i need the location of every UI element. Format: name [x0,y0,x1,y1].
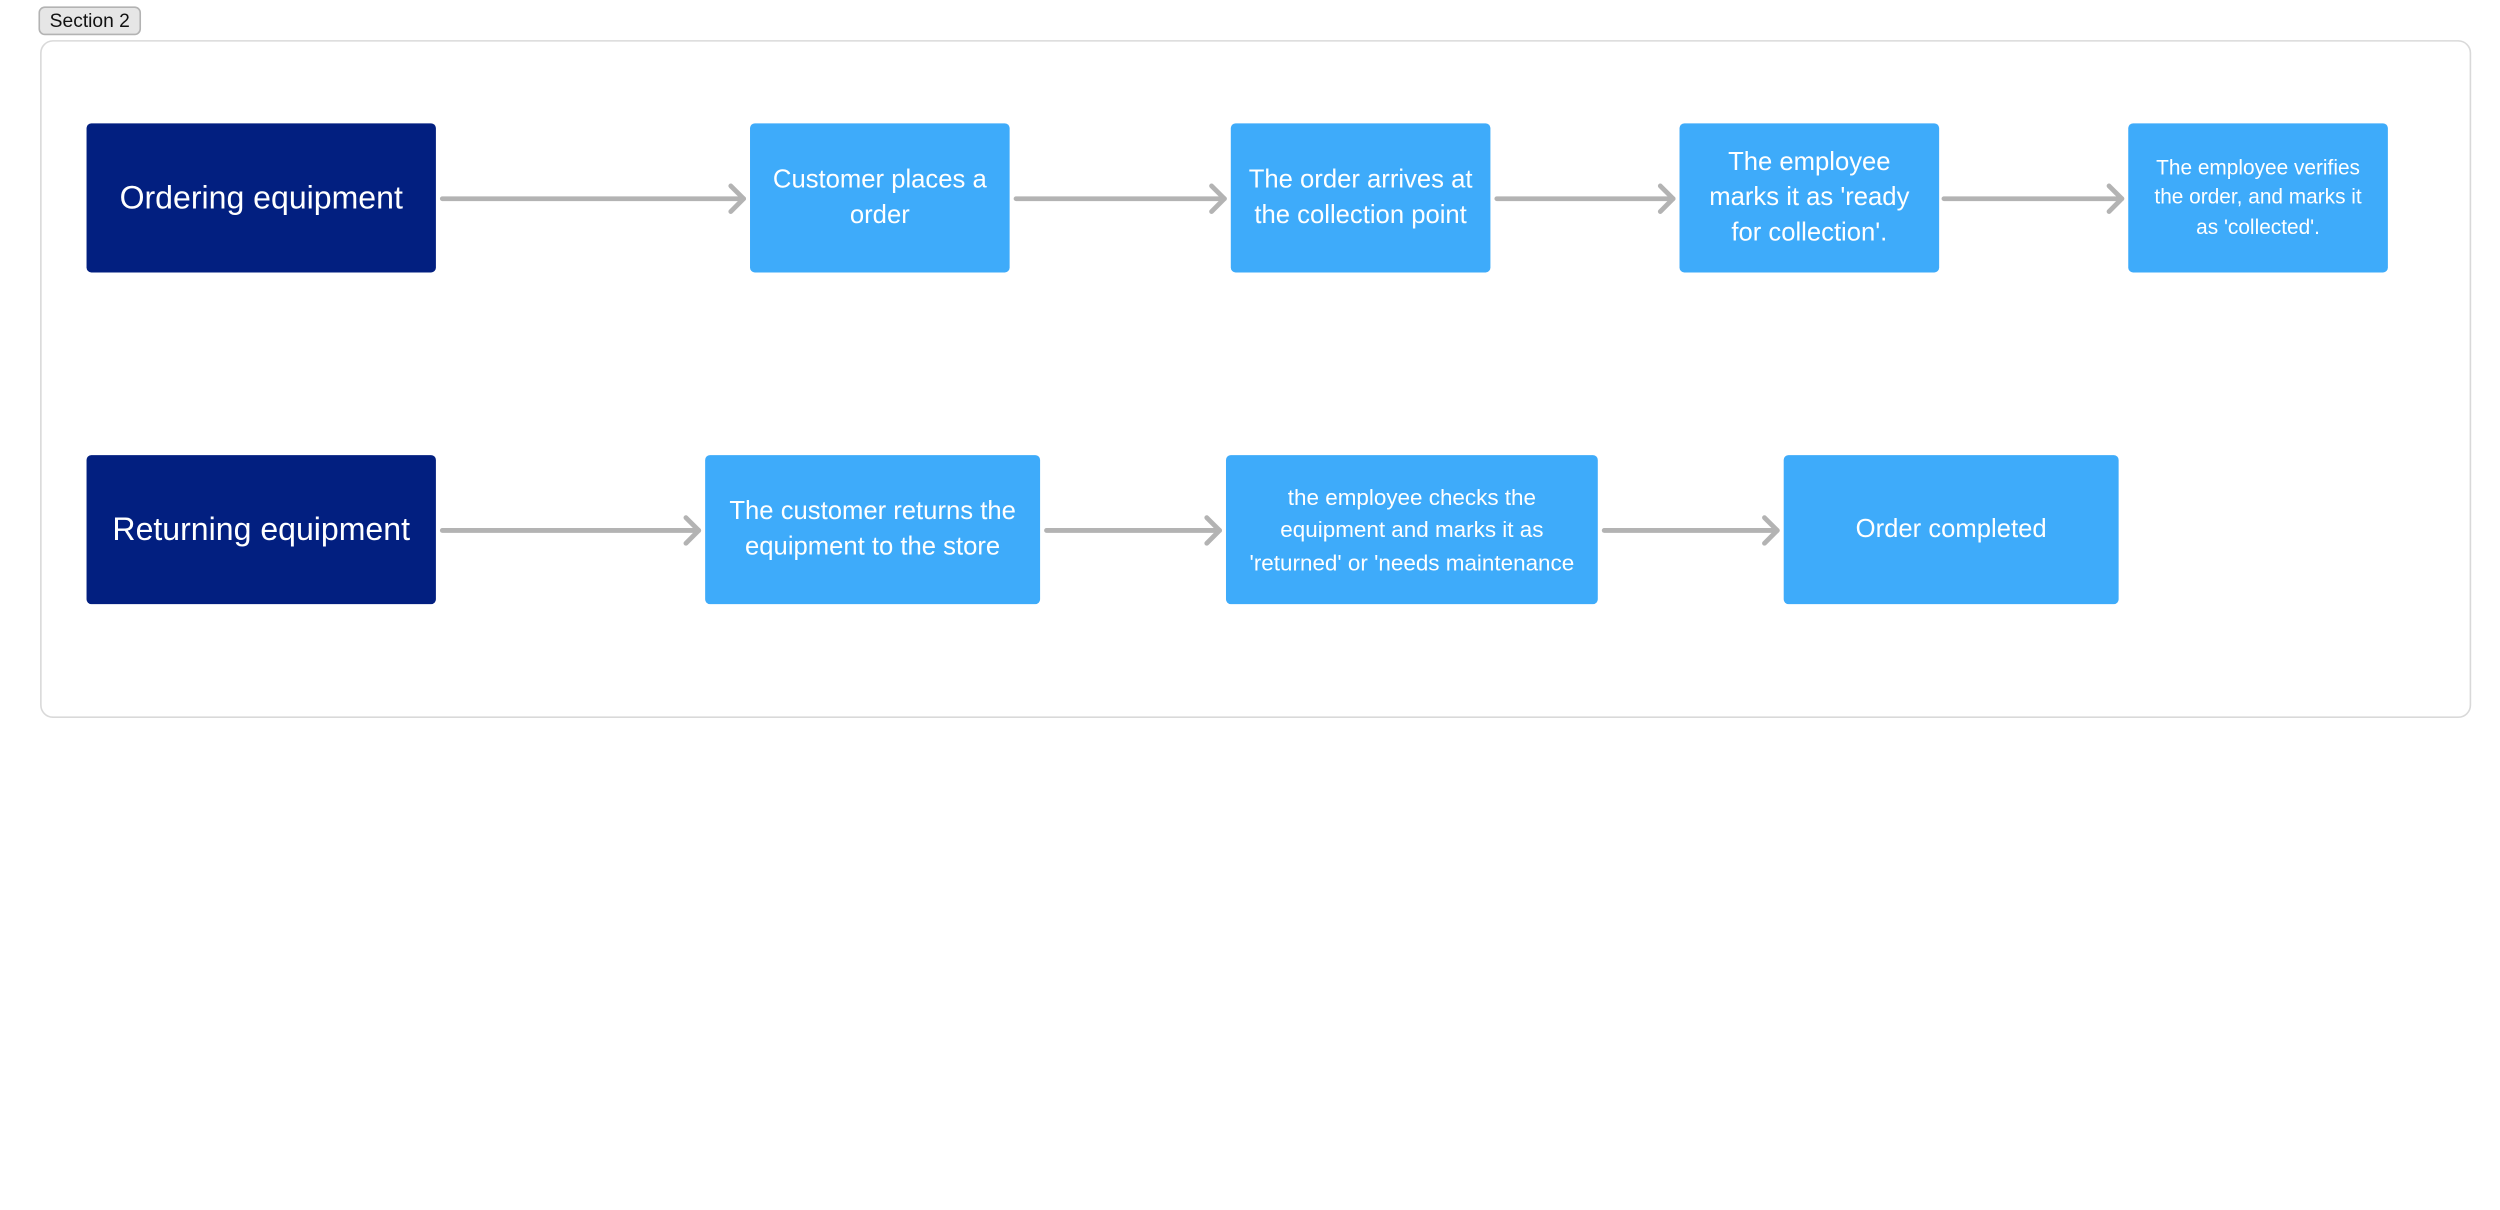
arrow-returning-to-step-1[interactable] [439,515,702,546]
arrow-step-1-to-step-2[interactable] [1013,183,1227,214]
section-label[interactable]: Section 2 [38,6,142,36]
order-completed-node[interactable]: Order completed [1783,455,2119,605]
arrow-step-2-to-step-3[interactable] [1494,183,1676,214]
arrow-return-step-1-to-step-2[interactable] [1044,515,1222,546]
returning-equipment-node[interactable]: Returning equipment [86,455,436,605]
arrow-ordering-to-step-1[interactable] [439,183,747,214]
connectors-layer [439,183,2125,546]
employee-checks-equipment-node[interactable]: the employee checks the equipment and ma… [1225,455,1598,605]
arrow-return-step-2-to-step-3[interactable] [1601,515,1780,546]
customer-returns-equipment-node[interactable]: The customer returns the equipment to th… [705,455,1041,605]
customer-places-order-node[interactable]: Customer places a order [750,123,1010,273]
employee-marks-ready-node[interactable]: The employee marks it as 'ready for coll… [1679,123,1940,273]
order-arrives-node[interactable]: The order arrives at the collection poin… [1230,123,1491,273]
arrow-step-3-to-step-4[interactable] [1941,183,2125,214]
ordering-equipment-node[interactable]: Ordering equipment [86,123,436,273]
employee-verifies-order-node[interactable]: The employee verifies the order, and mar… [2128,123,2388,273]
